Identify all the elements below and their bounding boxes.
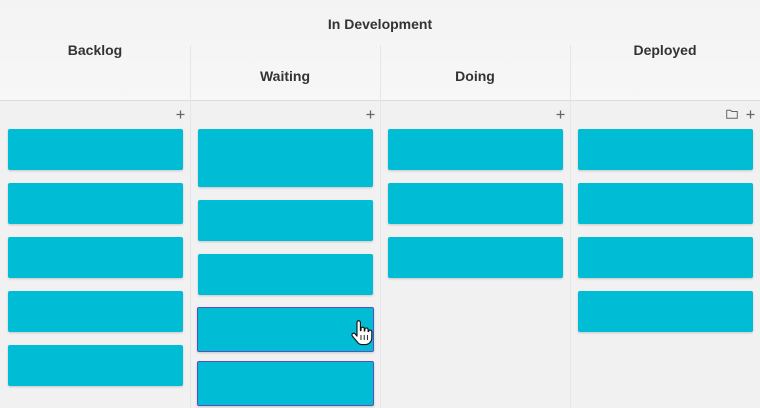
group-header-in-development: In Development [327, 16, 433, 32]
card-deployed-4[interactable] [578, 291, 753, 332]
card-waiting-5-selected[interactable] [197, 361, 374, 406]
card-backlog-4[interactable] [8, 291, 183, 332]
column-header-deployed: Deployed [633, 42, 697, 58]
lane-toolbar-doing [554, 104, 566, 124]
add-icon[interactable] [174, 108, 186, 120]
lane-toolbar-waiting [364, 104, 376, 124]
card-deployed-1[interactable] [578, 129, 753, 170]
add-icon[interactable] [364, 108, 376, 120]
lane-toolbar-deployed [726, 104, 756, 124]
card-backlog-1[interactable] [8, 129, 183, 170]
add-icon[interactable] [554, 108, 566, 120]
card-backlog-3[interactable] [8, 237, 183, 278]
folder-icon[interactable] [726, 108, 738, 120]
column-separator [380, 45, 381, 408]
lane-toolbar-backlog [174, 104, 186, 124]
card-backlog-5[interactable] [8, 345, 183, 386]
column-separator [190, 45, 191, 408]
add-icon[interactable] [744, 108, 756, 120]
card-waiting-2[interactable] [198, 200, 373, 241]
card-waiting-1[interactable] [198, 129, 373, 187]
column-header-waiting: Waiting [259, 68, 311, 84]
card-doing-3[interactable] [388, 237, 563, 278]
card-backlog-2[interactable] [8, 183, 183, 224]
card-deployed-2[interactable] [578, 183, 753, 224]
card-doing-1[interactable] [388, 129, 563, 170]
card-doing-2[interactable] [388, 183, 563, 224]
column-separator [570, 45, 571, 408]
card-waiting-4-selected[interactable] [197, 307, 374, 352]
card-deployed-3[interactable] [578, 237, 753, 278]
column-header-doing: Doing [455, 68, 495, 84]
column-header-backlog: Backlog [67, 42, 123, 58]
card-waiting-3[interactable] [198, 254, 373, 295]
